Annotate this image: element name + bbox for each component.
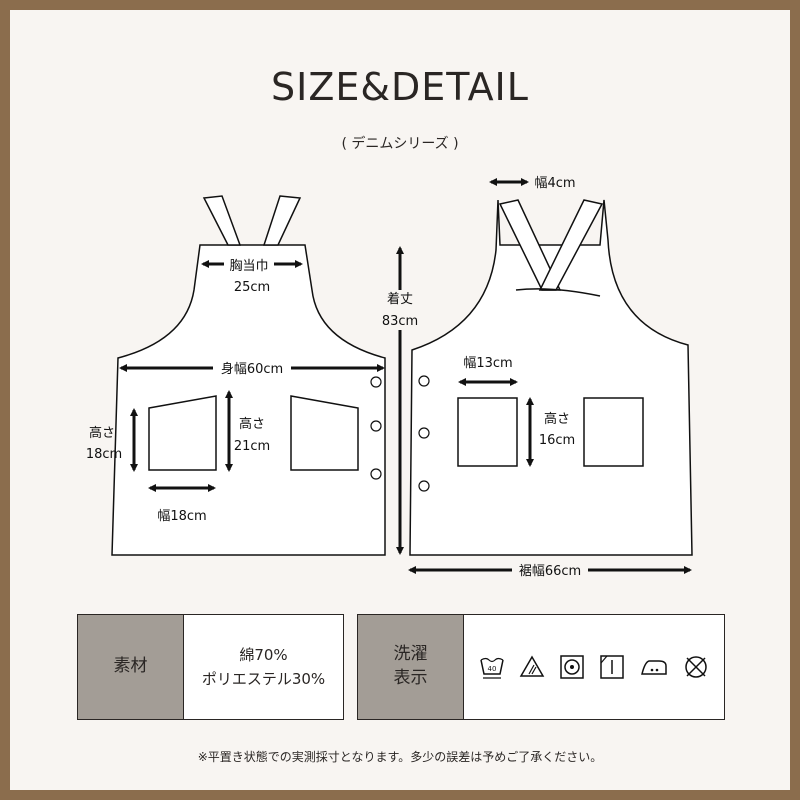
iron-medium-icon [641, 660, 667, 675]
length-label: 着丈 [387, 291, 413, 307]
chest-width-label: 胸当巾 [229, 259, 268, 274]
hem-width: 裾幅66cm [519, 564, 581, 579]
back-apron [409, 199, 693, 556]
wash-40-icon: 40 [480, 657, 504, 679]
front-left-pocket-height-value: 18cm [86, 447, 122, 462]
front-apron [111, 195, 386, 556]
material-cotton: 綿70% [239, 646, 288, 664]
apron-diagram: 胸当巾 25cm 身幅60cm 高さ 18cm 高さ 21cm 幅18cm 着丈… [86, 176, 693, 579]
measurement-note: ※平置き状態での実測採寸となります。多少の誤差は予めご了承ください。 [197, 750, 603, 764]
svg-text:40: 40 [488, 665, 497, 673]
material-polyester: ポリエステル30% [201, 670, 326, 688]
page-subtitle: ( デニムシリーズ ) [341, 136, 459, 152]
back-pocket-height-value: 16cm [539, 433, 575, 448]
front-right-pocket-height-value: 21cm [234, 439, 270, 454]
length-value: 83cm [382, 314, 418, 329]
material-box: 素材 綿70% ポリエステル30% [77, 614, 344, 720]
line-dry-icon [600, 655, 624, 679]
back-buttons [418, 375, 430, 492]
front-buttons [370, 376, 382, 480]
care-icons: 40 [464, 615, 724, 719]
back-pocket-height-label: 高さ [544, 411, 570, 427]
bleach-ok-icon [519, 655, 545, 677]
front-pocket-width: 幅18cm [157, 509, 206, 524]
front-right-pocket-height-label: 高さ [239, 416, 265, 432]
chest-width-value: 25cm [234, 280, 270, 295]
washing-label-line1: 洗濯 [393, 644, 428, 665]
strap-width: 幅4cm [534, 176, 575, 191]
body-width-label: 身幅60cm [221, 361, 283, 377]
back-pocket-width: 幅13cm [463, 356, 512, 371]
washing-label-line2: 表示 [393, 668, 428, 688]
no-dry-clean-icon [685, 656, 707, 678]
front-left-pocket-height-label: 高さ [89, 425, 115, 441]
material-content: 綿70% ポリエステル30% [184, 615, 343, 719]
material-label: 素材 [78, 615, 184, 719]
page-title: SIZE&DETAIL [271, 65, 529, 109]
washing-label: 洗濯 表示 [358, 615, 464, 719]
washing-box: 洗濯 表示 40 [357, 614, 725, 720]
tumble-dry-icon [560, 655, 584, 679]
page: SIZE&DETAIL ( デニムシリーズ ) [10, 10, 790, 790]
